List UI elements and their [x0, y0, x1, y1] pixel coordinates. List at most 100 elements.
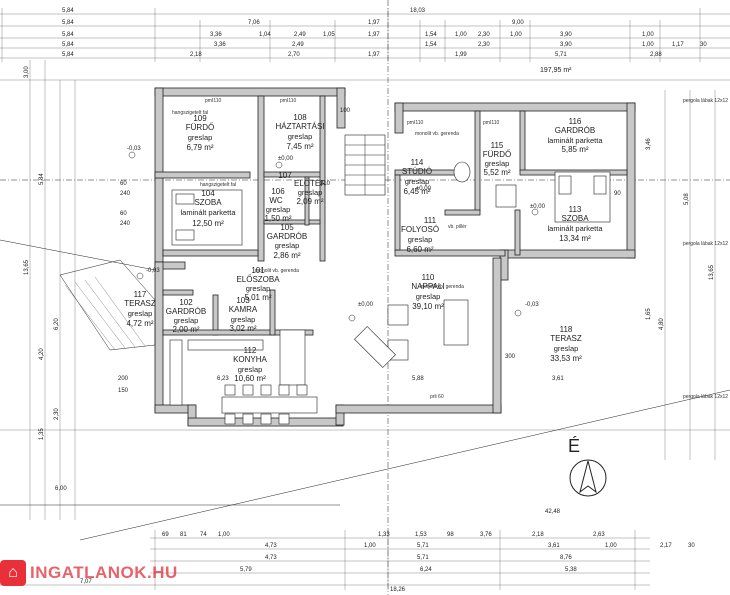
- room-108: 108 HÁZTARTÁSI greslap 7,45 m²: [275, 113, 324, 151]
- room-111: 111 FOLYOSÓ greslap 6,60 m²: [401, 216, 439, 254]
- north-letter: É: [568, 436, 580, 456]
- dim-bottom-r5-1: 18,26: [390, 587, 406, 593]
- left-dimension-chains: 3,00 5,84 13,65 4,20 6,20 2,30 1,35: [24, 60, 76, 520]
- dim-top-row2-6: 1,54: [425, 32, 437, 38]
- dim-top-row4-5: 5,71: [555, 52, 567, 58]
- room-105: 105 GARDRÓB greslap 2,86 m²: [267, 223, 307, 260]
- dim-200: 200: [118, 376, 129, 382]
- room-103: 103 KAMRA greslap 3,02 m²: [229, 296, 258, 333]
- dim-top-row1-0: 5,84: [62, 20, 74, 26]
- dim-top-row2-10: 3,90: [560, 32, 572, 38]
- level-3: ±0,00: [358, 302, 374, 308]
- room-name: GARDRÓB: [555, 126, 595, 135]
- room-area: 1,50 m²: [264, 214, 291, 223]
- room-floor: greslap: [298, 188, 323, 197]
- dim-240-a: 240: [120, 191, 131, 197]
- dim-300-a: 300: [505, 354, 516, 360]
- room-name: SZOBA: [561, 214, 589, 223]
- level-4: -0,03: [146, 268, 160, 274]
- dim-top-row4-3: 1,97: [368, 52, 380, 58]
- dim-top-row2-2: 1,04: [259, 32, 271, 38]
- room-106: 106 WC greslap 1,50 m²: [264, 187, 291, 223]
- room-floor: greslap: [554, 344, 579, 353]
- room-number: 101: [251, 266, 265, 275]
- room-number: 113: [569, 205, 582, 214]
- dim-240-b: 240: [120, 221, 131, 227]
- dim-60-a: 60: [120, 181, 127, 187]
- room-area: 2,86 m²: [273, 251, 300, 260]
- dim-top-row3-1: 3,36: [214, 42, 226, 48]
- room-name: TERASZ: [550, 334, 582, 343]
- top-dimension-chains: 5,84 18,03 5,84 7,06 1,97 9,00 5,84 3,36…: [0, 8, 730, 62]
- dim-left-5: 2,30: [54, 408, 60, 420]
- furniture: [169, 161, 611, 425]
- room-area: 5,52 m²: [483, 168, 510, 177]
- dim-top-row2-9: 1,00: [510, 32, 522, 38]
- dim-top-row2-1: 3,36: [210, 32, 222, 38]
- total-area-label: 197,95 m²: [540, 67, 572, 74]
- room-number: 107: [278, 171, 292, 180]
- dim-bottom-r1-6: 98: [447, 532, 454, 538]
- room-101: 101 ELŐSZOBA greslap 5,01 m²: [236, 266, 280, 302]
- dim-90-a: 90: [614, 191, 621, 197]
- dim-right-1: 5,08: [684, 193, 690, 205]
- room-floor: laminált parketta: [180, 208, 236, 217]
- dim-bottom-r1-9: 2,63: [593, 532, 605, 538]
- dim-top-row1-3: 9,00: [512, 20, 524, 26]
- dim-bottom-r4-2: 5,38: [565, 567, 577, 573]
- dim-top-row2-11: 1,00: [642, 32, 654, 38]
- dim-bottom-r3-0: 4,73: [265, 555, 277, 561]
- room-name: TERASZ: [124, 299, 156, 308]
- dim-right-3: 1,65: [646, 308, 652, 320]
- room-number: 115: [491, 141, 504, 150]
- dim-left-4: 6,20: [54, 318, 60, 330]
- dim-bottom-r2-4: 1,00: [605, 543, 617, 549]
- bottom-dimension-chains: 69 81 74 1,00 1,33 1,53 98 3,76 2,18 2,6…: [0, 530, 695, 593]
- dim-top-row2-5: 1,97: [368, 32, 380, 38]
- dim-top-row3-6: 1,00: [642, 42, 654, 48]
- room-area: 7,45 m²: [286, 142, 313, 151]
- dim-top-row2-0: 5,84: [62, 32, 74, 38]
- pmi-a: pmI110: [205, 98, 222, 104]
- room-area: 5,01 m²: [244, 293, 271, 302]
- room-number: 106: [271, 187, 285, 196]
- room-number: 117: [134, 290, 147, 299]
- room-number: 102: [179, 298, 193, 307]
- room-name: FOLYOSÓ: [401, 225, 439, 234]
- pmi-c: pmI110: [407, 120, 424, 126]
- room-floor: laminált parketta: [547, 136, 603, 145]
- room-area: 5,85 m²: [561, 145, 588, 154]
- dim-bottom-r2-2: 5,71: [417, 543, 429, 549]
- room-number: 114: [411, 158, 424, 167]
- pergola-3: pergola lábak 12x12: [683, 394, 728, 400]
- level-markers: -0,03 ±0,00 ±0,00 ±0,00 -0,03 -0,03 ±0,0…: [127, 146, 546, 322]
- dim-bottom-r1-2: 74: [200, 532, 207, 538]
- dim-top-row0-1: 18,03: [410, 8, 426, 14]
- room-name: SZOBA: [194, 198, 222, 207]
- dim-bottom-r1-8: 2,18: [532, 532, 544, 538]
- dim-bottom-r1-1: 81: [180, 532, 187, 538]
- room-number: 116: [569, 117, 582, 126]
- room-102: 102 GARDRÓB greslap 2,00 m²: [166, 298, 206, 334]
- room-area: 39,10 m²: [412, 302, 444, 311]
- room-name: ELŐSZOBA: [236, 275, 280, 284]
- hangszigetelt-1: hangszigetelt fal: [172, 110, 208, 116]
- pergola-2: pergola lábak 12x12: [683, 241, 728, 247]
- monolit-2: monolit vb. gerenda: [255, 268, 299, 274]
- room-107: 107 ELŐTÉR greslap 2,09 m²: [278, 171, 326, 206]
- dim-bottom-r2-5: 2,17: [660, 543, 672, 549]
- room-number: 108: [293, 113, 307, 122]
- dim-bottom-r4-0: 5,79: [240, 567, 252, 573]
- dim-top-row2-7: 1,00: [455, 32, 467, 38]
- room-area: 2,00 m²: [172, 325, 199, 334]
- room-area: 3,02 m²: [229, 324, 256, 333]
- dim-top-row3-5: 3,90: [560, 42, 572, 48]
- bathtub-115: [453, 161, 471, 183]
- dim-bottom-r2-1: 1,00: [364, 543, 376, 549]
- room-floor: greslap: [405, 177, 430, 186]
- dim-top-row2-3: 2,49: [294, 32, 306, 38]
- dim-left-1: 5,84: [39, 173, 45, 185]
- dim-bottom-r1-0: 69: [162, 532, 169, 538]
